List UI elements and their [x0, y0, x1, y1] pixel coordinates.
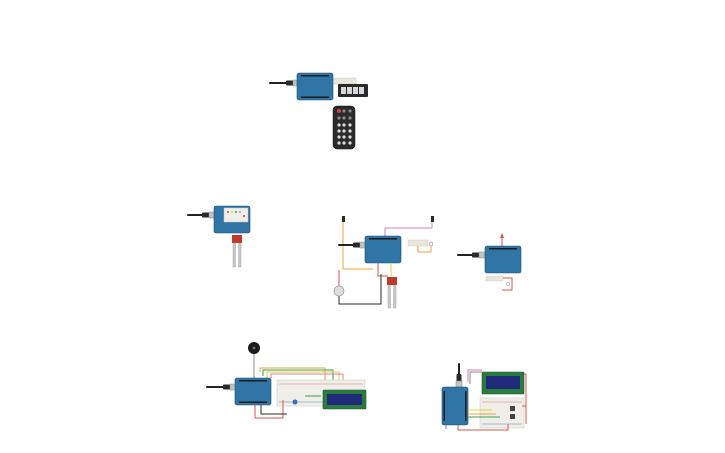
project-thumb-ir-remote[interactable] [266, 70, 372, 150]
push-button [510, 406, 515, 411]
soil-moisture-sensor [232, 235, 242, 243]
arduino-uno-board [484, 245, 522, 274]
breadboard [479, 397, 525, 429]
project-buzzer-lcd-drawing [206, 342, 367, 419]
arduino-uno-board [364, 235, 402, 264]
project-soil-moisture-led-drawing [187, 205, 251, 268]
mini-breadboard [223, 207, 249, 223]
dc-motor [333, 285, 345, 297]
project-thumb-soil-moisture-pump[interactable] [333, 214, 439, 310]
project-thumb-soil-moisture-led[interactable] [186, 204, 252, 270]
arduino-uno-board [234, 377, 272, 406]
project-led-resistor-drawing [457, 233, 522, 291]
push-button [510, 414, 515, 419]
project-soil-moisture-pump-drawing [333, 216, 434, 309]
arduino-uno-board [441, 386, 469, 426]
red-led [500, 233, 504, 238]
project-lcd-vertical-drawing [441, 363, 527, 431]
soil-moisture-sensor [387, 277, 397, 285]
arduino-uno-board [296, 72, 334, 101]
resistor [485, 275, 504, 282]
potentiometer [292, 399, 298, 405]
project-ir-remote-drawing [269, 72, 368, 150]
project-thumb-led-resistor[interactable] [456, 232, 526, 294]
project-thumb-buzzer-lcd[interactable] [205, 340, 367, 422]
project-thumb-lcd-vertical[interactable] [438, 362, 528, 432]
